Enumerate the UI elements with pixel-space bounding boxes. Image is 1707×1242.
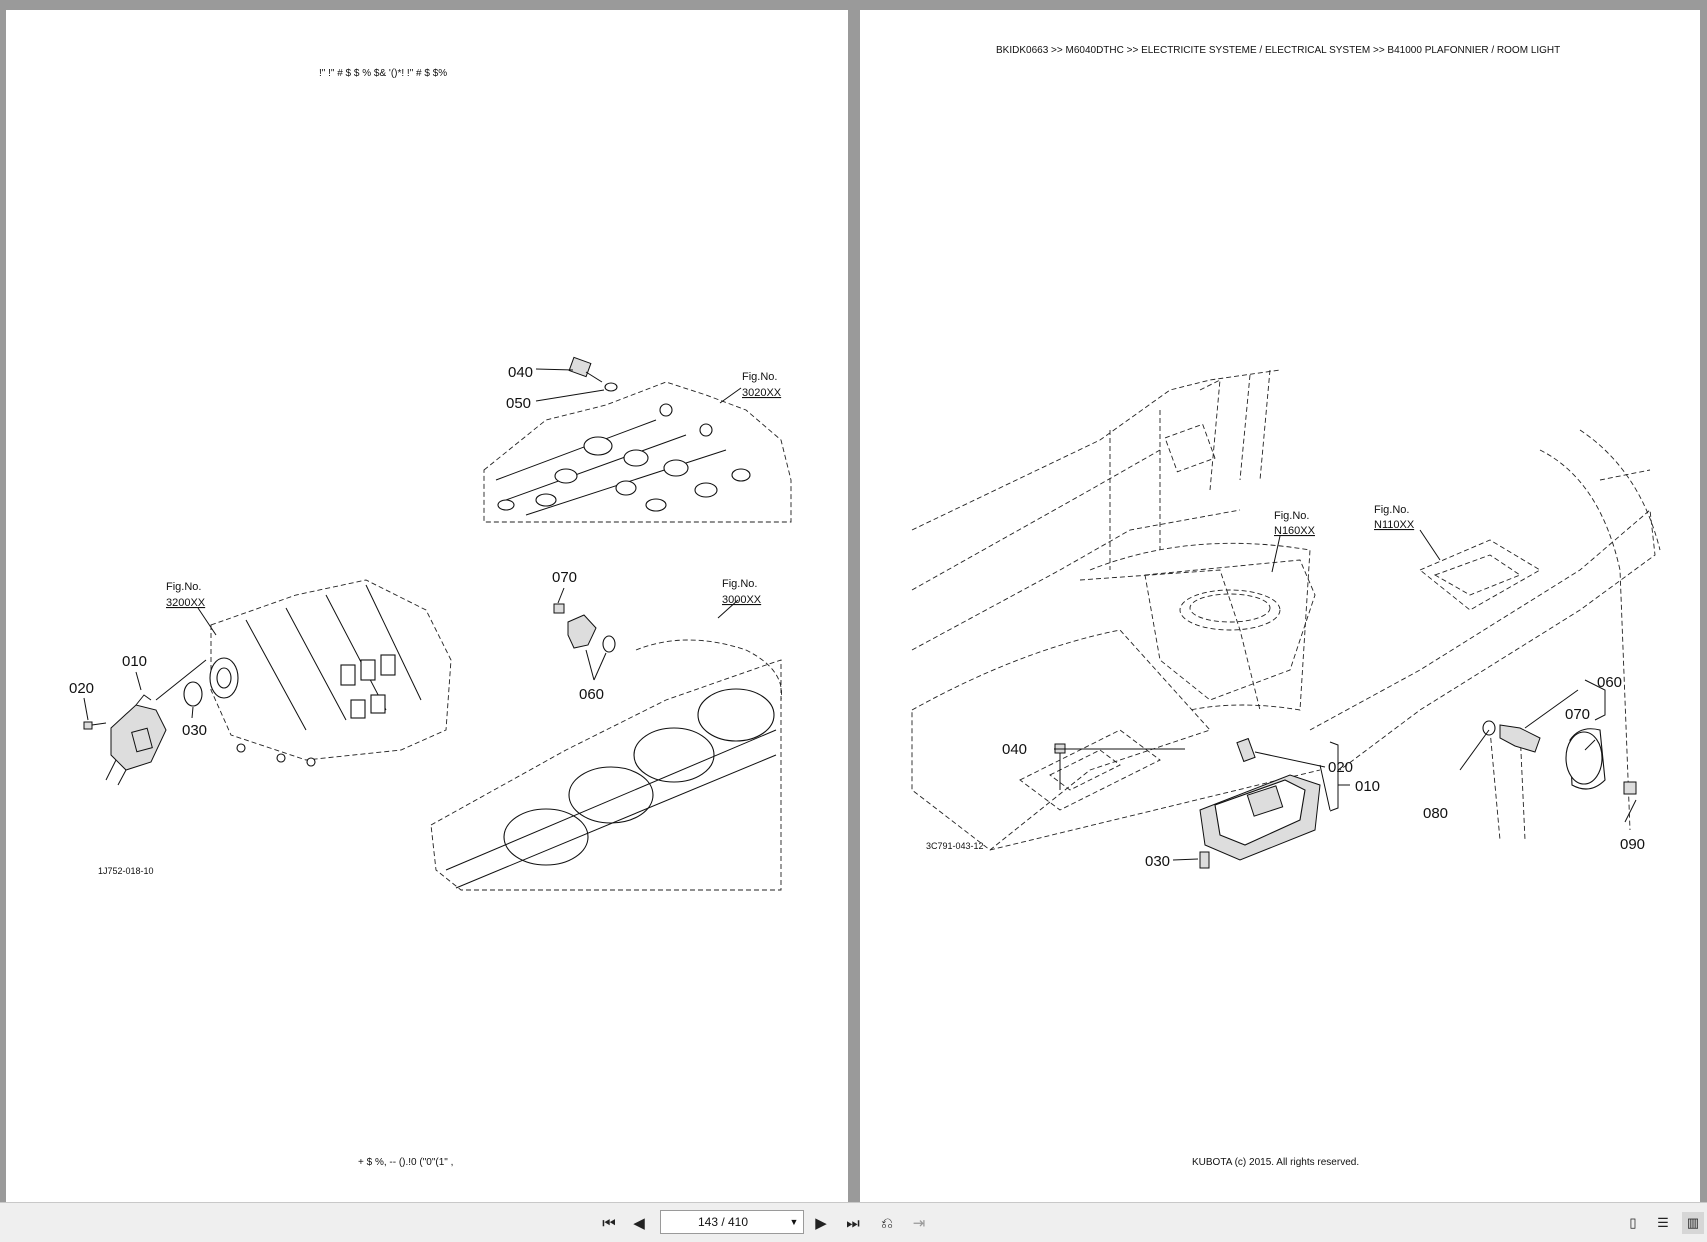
fig-label-3000: Fig.No. — [722, 578, 757, 590]
callout-090-right: 090 — [1620, 836, 1645, 853]
pump-housing-drawing — [209, 579, 452, 767]
previous-page-icon[interactable]: ◀ — [633, 1215, 645, 1232]
fig-number-3200: 3200XX — [166, 597, 206, 609]
o-ring-030 — [183, 681, 203, 707]
room-light-lamp — [1199, 737, 1321, 861]
right-parts-diagram — [911, 369, 1661, 869]
go-back-icon[interactable]: ⎌ — [880, 1214, 893, 1232]
callout-020-right: 020 — [1328, 759, 1353, 776]
last-page-icon[interactable]: ⏭ — [846, 1214, 860, 1232]
fig-label-n160: Fig.No. — [1274, 510, 1309, 522]
callout-020: 020 — [69, 680, 94, 697]
page-number-field[interactable]: 143 / 410 ▼ — [660, 1210, 804, 1234]
fig-label-n110: Fig.No. — [1374, 504, 1409, 516]
callout-010: 010 — [122, 653, 147, 670]
sensor-060-070 — [553, 587, 616, 681]
right-callouts: 040 020 010 030 060 070 080 090 Fig.No. … — [926, 504, 1645, 870]
callout-070: 070 — [552, 569, 577, 586]
left-page: !" !" # $ $ % $& '()*! !" # $ $% — [6, 10, 848, 1202]
left-callouts: 040 050 070 060 010 020 030 Fig.No. 3020… — [69, 364, 782, 876]
fig-number-3000: 3000XX — [722, 594, 762, 606]
continuous-view-icon[interactable]: ☰ — [1657, 1215, 1669, 1230]
single-page-view-icon[interactable]: ▯ — [1629, 1215, 1637, 1230]
callout-050: 050 — [506, 395, 531, 412]
fig-label-3200: Fig.No. — [166, 581, 201, 593]
fig-number-n110: N110XX — [1374, 519, 1415, 531]
callout-010-right: 010 — [1355, 778, 1380, 795]
callout-030: 030 — [182, 722, 207, 739]
bolt-020 — [83, 721, 107, 730]
left-page-header: !" !" # $ $ % $& '()*! !" # $ $% — [319, 68, 448, 79]
right-page-header: BKIDK0663 >> M6040DTHC >> ELECTRICITE SY… — [996, 45, 1561, 56]
two-page-view-icon[interactable]: ▥ — [1682, 1212, 1704, 1234]
left-parts-diagram — [83, 356, 792, 891]
switch-assembly — [1482, 720, 1637, 795]
cab-frame-drawing — [911, 369, 1661, 851]
drawing-code-left: 1J752-018-10 — [98, 866, 154, 876]
cylinder-head-drawing — [483, 381, 792, 523]
fig-number-3020: 3020XX — [742, 387, 782, 399]
callout-060: 060 — [579, 686, 604, 703]
drawing-code-right: 3C791-043-12 — [926, 841, 984, 851]
callout-080-right: 080 — [1423, 805, 1448, 822]
engine-block-drawing — [430, 639, 783, 891]
sensor-010 — [105, 694, 167, 786]
right-page-footer: KUBOTA (c) 2015. All rights reserved. — [1192, 1157, 1360, 1168]
callout-040: 040 — [508, 364, 533, 381]
callout-040-right: 040 — [1002, 741, 1027, 758]
fig-number-n160: N160XX — [1274, 525, 1316, 537]
next-page-icon[interactable]: ▶ — [815, 1215, 827, 1232]
callout-060-right: 060 — [1597, 674, 1622, 691]
go-forward-icon[interactable]: ⇥ — [912, 1215, 926, 1232]
fig-label-3020: Fig.No. — [742, 371, 777, 383]
callout-030-right: 030 — [1145, 853, 1170, 870]
left-page-footer: + $ %, -- ().!0 ("0"(1" , — [358, 1157, 454, 1168]
dropdown-icon[interactable]: ▼ — [789, 1217, 799, 1227]
first-page-icon[interactable]: ⏮ — [602, 1214, 616, 1232]
sensor-040-050 — [535, 356, 618, 402]
page-indicator[interactable]: 143 / 410 — [697, 1215, 749, 1229]
screw-030 — [1199, 851, 1210, 869]
callout-070-right: 070 — [1565, 706, 1590, 723]
viewer-toolbar: ⏮ ◀ 143 / 410 ▼ ▶ ⏭ ⎌ ⇥ ▯ ☰ ▥ — [0, 1202, 1707, 1242]
right-page: BKIDK0663 >> M6040DTHC >> ELECTRICITE SY… — [860, 10, 1700, 1202]
